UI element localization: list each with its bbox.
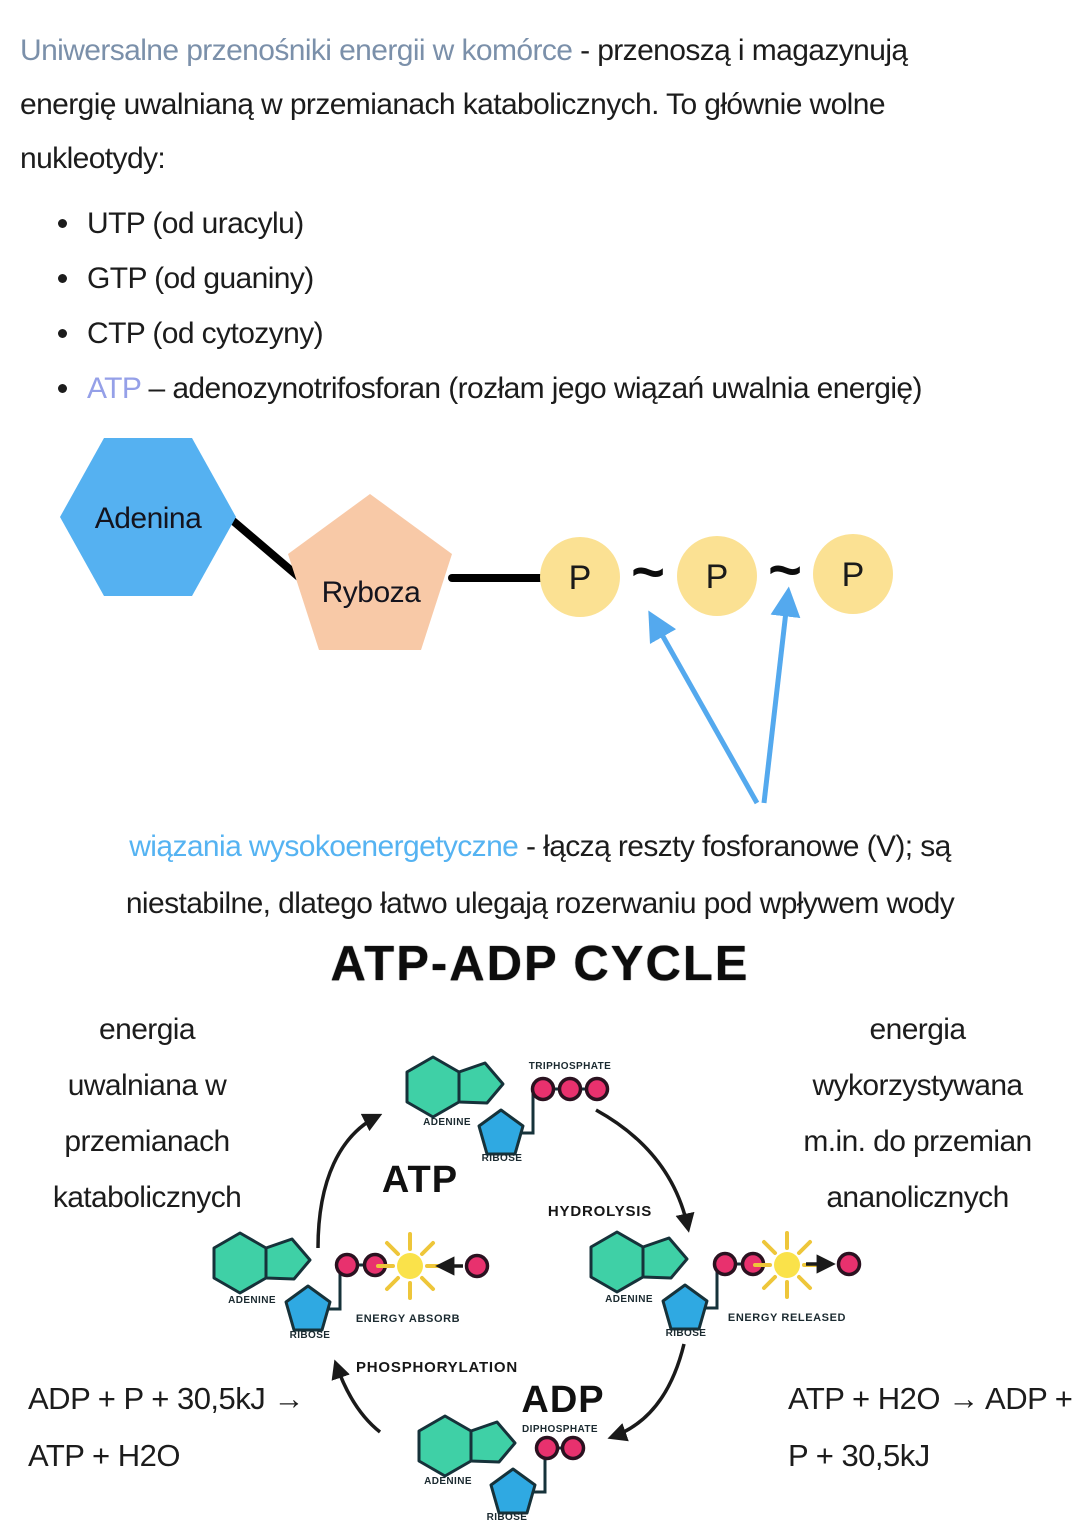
- left-adenine-ribose: [212, 1231, 342, 1332]
- gtp-label: GTP (od guaniny): [87, 261, 314, 295]
- atp-molecule-diagram: Adenina Ryboza P P P ~ ~: [60, 438, 893, 805]
- phosphate-circle-3: [813, 534, 893, 614]
- intro-line2: energię uwalnianą w przemianach kataboli…: [20, 88, 886, 121]
- cycle-right-note: energia wykorzystywana m.in. do przemian…: [775, 1002, 1060, 1226]
- bond-note-highlight: wiązania wysokoenergetyczne: [129, 830, 519, 863]
- tilde-bond-1: ~: [631, 540, 665, 605]
- left-note-line1: energia: [99, 1013, 195, 1046]
- atp-highlight: ATP: [87, 371, 141, 405]
- hydrolysis-equation: ATP + H2O → ADP + P + 30,5kJ: [788, 1370, 1073, 1484]
- phosphate-2-label: P: [706, 558, 729, 596]
- phosphate-1-label: P: [569, 559, 592, 597]
- bond-note-line2: niestabilne, dlatego łatwo ulegają rozer…: [125, 887, 955, 920]
- adenine-tiny-label: ADENINE: [228, 1295, 276, 1306]
- bullet-dot: [58, 219, 67, 228]
- eq-left-line1: ADP + P + 30,5kJ →: [28, 1381, 304, 1416]
- atp-big-label: ATP: [382, 1159, 458, 1201]
- list-item-ctp: CTP (od cytozyny): [58, 306, 922, 361]
- ribose-tiny-label: RIBOSE: [487, 1512, 528, 1523]
- right-note-line2: wykorzystywana: [812, 1069, 1024, 1102]
- hydrolysis-arrow: [595, 1108, 695, 1233]
- intro-line3: nukleotydy:: [20, 142, 166, 175]
- free-phosphate: [464, 1253, 490, 1279]
- right-note-line1: energia: [869, 1013, 966, 1046]
- bullet-dot: [58, 274, 67, 283]
- list-item-utp: UTP (od uracylu): [58, 196, 922, 251]
- list-item-atp: ATP – adenozynotrifosforan (rozłam jego …: [58, 361, 923, 416]
- atp-rest: – adenozynotrifosforan (rozłam jego wiąz…: [140, 371, 923, 405]
- intro-paragraph: Uniwersalne przenośniki energii w komórc…: [20, 24, 1065, 186]
- adenine-label: Adenina: [95, 502, 202, 535]
- list-item-gtp: GTP (od guaniny): [58, 251, 922, 306]
- bullet-dot: [58, 384, 67, 393]
- left-note-line3: przemianach: [64, 1125, 230, 1158]
- triphosphate-label: TRIPHOSPHATE: [529, 1061, 611, 1072]
- phosphate: [712, 1251, 738, 1277]
- phosphate-circle-1: [540, 537, 620, 617]
- adp-big-label: ADP: [521, 1379, 604, 1421]
- ribose-tiny-label: RIBOSE: [666, 1328, 707, 1339]
- phosphate: [584, 1076, 610, 1102]
- left-note-line4: katabolicznych: [52, 1181, 242, 1214]
- phosphate-circle-2: [677, 536, 757, 616]
- tilde-bond-2: ~: [768, 538, 802, 603]
- bond-note: wiązania wysokoenergetyczne - łączą resz…: [40, 818, 1040, 932]
- ctp-label: CTP (od cytozyny): [87, 316, 324, 350]
- phosphate: [560, 1435, 586, 1461]
- adenine-hexagon: [60, 438, 236, 596]
- adenine-tiny-label: ADENINE: [605, 1294, 653, 1305]
- phosphate: [557, 1076, 583, 1102]
- intro-line1-rest: - przenoszą i magazynują: [572, 34, 908, 67]
- phosphorylation-equation: ADP + P + 30,5kJ → ATP + H2O: [28, 1370, 304, 1484]
- intro-highlight: Uniwersalne przenośniki energii w komórc…: [20, 34, 573, 67]
- hydrolysis-label: HYDROLYSIS: [548, 1203, 652, 1220]
- ribose-tiny-label: RIBOSE: [482, 1153, 523, 1164]
- atp-adenine-ribose: [405, 1055, 535, 1156]
- ribose-tiny-label: RIBOSE: [290, 1330, 331, 1341]
- phosphate-3-label: P: [842, 556, 865, 594]
- cycle-arrow-left-up: [316, 1113, 383, 1249]
- eq-right-line2: P + 30,5kJ: [788, 1438, 930, 1473]
- energy-absorb-label: ENERGY ABSORB: [356, 1313, 460, 1325]
- right-adenine-ribose: [589, 1230, 719, 1331]
- phosphorylation-arrow: [331, 1359, 382, 1434]
- phosphate: [334, 1252, 360, 1278]
- atp-adp-cycle-diagram: TRIPHOSPHATE ADENINE RIBOSE ATP HYDROLYS…: [212, 1055, 862, 1523]
- left-note-line2: uwalniana w: [67, 1069, 227, 1102]
- phosphate: [534, 1435, 560, 1461]
- bond-pointer-arrow-1: [648, 610, 760, 805]
- bond-pointer-arrow-2: [761, 586, 801, 804]
- diphosphate-label: DIPHOSPHATE: [522, 1424, 598, 1435]
- eq-right-line1: ATP + H2O → ADP +: [788, 1381, 1073, 1416]
- free-phosphate: [836, 1251, 862, 1277]
- utp-label: UTP (od uracylu): [87, 206, 304, 240]
- eq-left-line2: ATP + H2O: [28, 1438, 181, 1473]
- cycle-title: ATP-ADP CYCLE: [330, 937, 750, 991]
- bullet-dot: [58, 329, 67, 338]
- right-note-line3: m.in. do przemian: [803, 1125, 1032, 1158]
- nucleotide-list: UTP (od uracylu) GTP (od guaniny) CTP (o…: [58, 196, 923, 416]
- adenine-tiny-label: ADENINE: [424, 1476, 472, 1487]
- cycle-arrow-right-down: [607, 1343, 686, 1442]
- ribose-pentagon: [288, 494, 452, 650]
- phosphorylation-label: PHOSPHORYLATION: [356, 1359, 518, 1376]
- cycle-left-note: energia uwalniana w przemianach kataboli…: [22, 1002, 272, 1226]
- energy-absorb-sun: [376, 1232, 444, 1300]
- right-note-line4: ananolicznych: [826, 1181, 1009, 1214]
- bond-note-line1-rest: - łączą reszty fosforanowe (V); są: [518, 830, 951, 863]
- ribose-label: Ryboza: [322, 576, 422, 609]
- phosphate: [530, 1076, 556, 1102]
- adenine-tiny-label: ADENINE: [423, 1117, 471, 1128]
- energy-released-label: ENERGY RELEASED: [728, 1312, 846, 1324]
